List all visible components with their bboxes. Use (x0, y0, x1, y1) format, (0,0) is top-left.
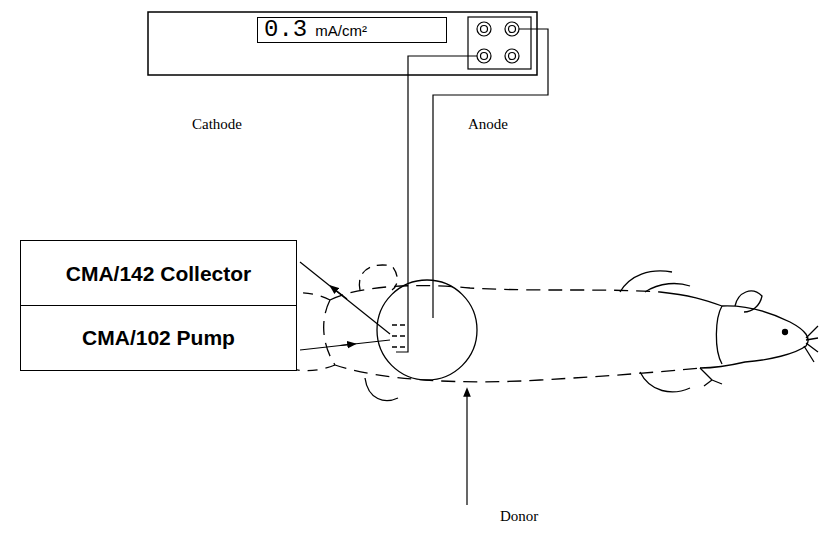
donor-site (377, 280, 477, 380)
terminal-panel (468, 17, 531, 69)
collector-box: CMA/142 Collector (20, 240, 297, 306)
reading-unit: mA/cm² (315, 23, 367, 38)
rat-figure (282, 265, 818, 401)
electrode-label: Anode (466, 116, 510, 133)
device-name: CMA/142 Collector (66, 263, 252, 284)
site-label: Donor (498, 508, 540, 525)
anode-wire (433, 29, 548, 318)
reading-value: 0.3 (264, 18, 307, 42)
terminals (477, 22, 519, 63)
donor-pointer (466, 392, 467, 505)
device-name: CMA/102 Pump (82, 327, 235, 348)
inflow-arrow (340, 344, 352, 345)
inflow-tube (300, 340, 390, 350)
cathode-wire (396, 56, 477, 352)
probe-tubes (392, 325, 405, 347)
display-readout: 0.3 mA/cm² (257, 17, 447, 43)
pump-box: CMA/102 Pump (20, 305, 297, 371)
device-housing (148, 12, 537, 75)
outflow-tube (300, 262, 390, 334)
electrode-label: Cathode (190, 116, 244, 133)
outflow-arrow (333, 288, 347, 299)
